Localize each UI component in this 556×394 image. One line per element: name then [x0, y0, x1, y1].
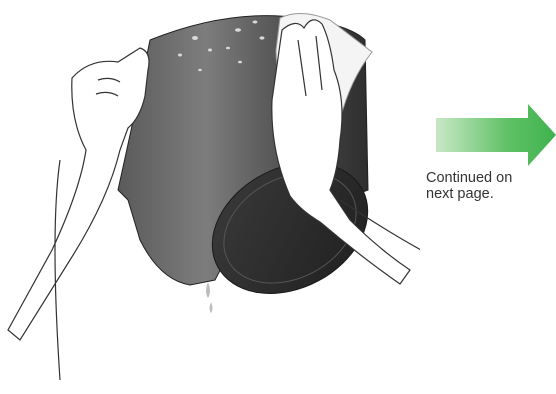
right-arrow-icon [436, 104, 556, 166]
caption-line-1: Continued on [426, 170, 556, 186]
caption-line-2: next page. [426, 186, 556, 202]
speaker-cleaning-illustration [0, 0, 420, 394]
falling-drip [206, 282, 213, 313]
left-hand [8, 48, 149, 380]
continued-caption: Continued on next page. [426, 170, 556, 202]
